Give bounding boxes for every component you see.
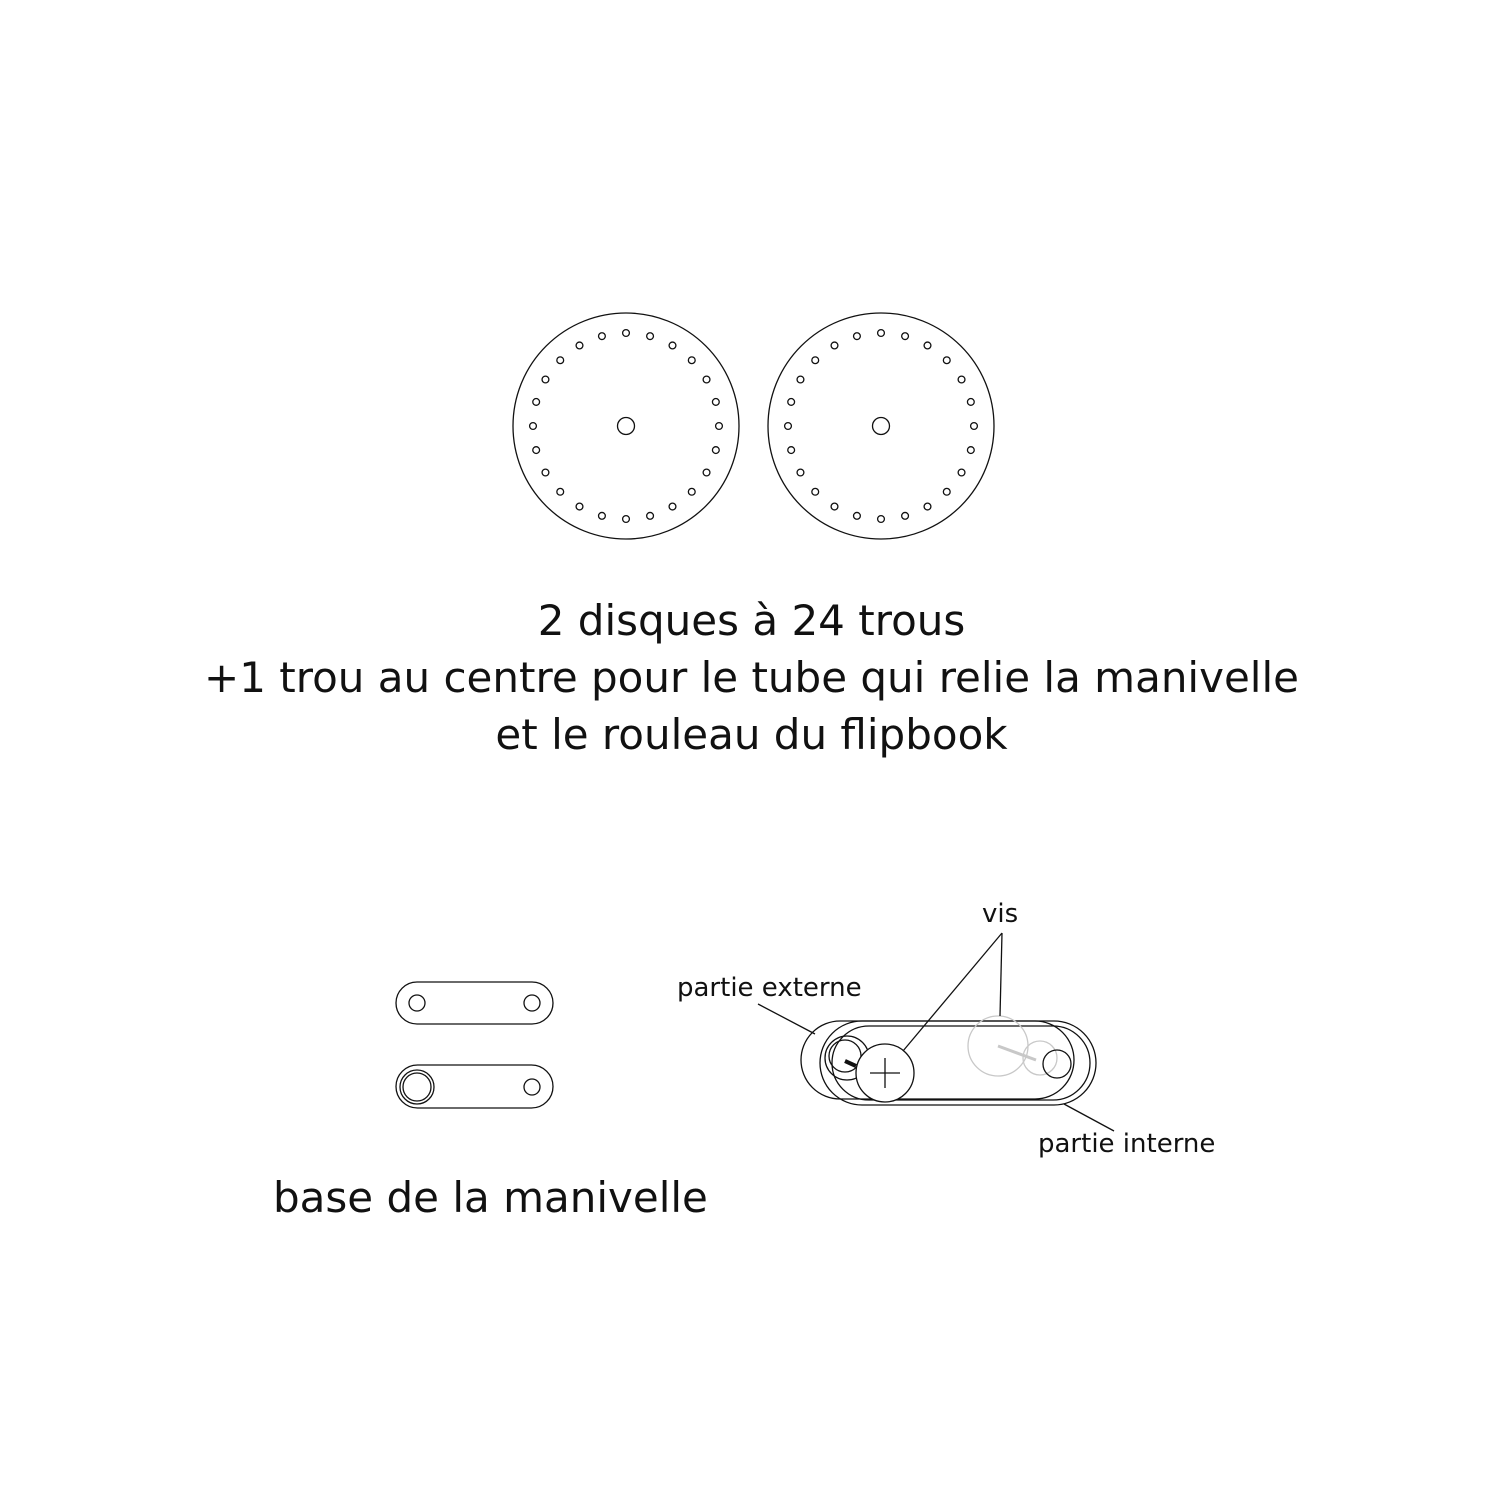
disk-hole bbox=[687, 487, 696, 496]
disk-right bbox=[767, 312, 995, 540]
label-screws: vis bbox=[982, 899, 1019, 929]
disk-hole bbox=[575, 502, 584, 511]
disk-hole bbox=[923, 341, 932, 350]
disk-hole bbox=[711, 397, 720, 406]
disk-hole bbox=[876, 328, 886, 338]
disk-hole bbox=[532, 397, 541, 406]
disk-hole bbox=[541, 375, 550, 384]
disk-left-holes bbox=[528, 328, 724, 524]
disk-hole bbox=[957, 375, 966, 384]
disk-hole bbox=[621, 328, 631, 338]
disk-hole bbox=[811, 356, 820, 365]
disk-hole bbox=[528, 421, 538, 431]
inner-part-outline bbox=[819, 1020, 1097, 1106]
label-outer-part: partie externe bbox=[677, 973, 862, 1003]
disk-hole bbox=[714, 421, 724, 431]
disk-left-outline bbox=[512, 312, 740, 540]
disk-hole bbox=[687, 356, 696, 365]
crank-assembly bbox=[757, 932, 1115, 1132]
disk-hole bbox=[796, 468, 805, 477]
disk-hole bbox=[541, 468, 550, 477]
disk-hole bbox=[796, 375, 805, 384]
disk-right-outline bbox=[767, 312, 995, 540]
disk-hole bbox=[966, 446, 975, 455]
disk-hole bbox=[646, 332, 655, 341]
disk-hole bbox=[852, 332, 861, 341]
disk-hole bbox=[556, 356, 565, 365]
disk-hole bbox=[876, 514, 886, 524]
disks-caption-line-3: et le rouleau du flipbook bbox=[495, 710, 1008, 759]
disk-hole bbox=[787, 446, 796, 455]
disks-caption-line-2: +1 trou au centre pour le tube qui relie… bbox=[204, 653, 1299, 702]
disk-hole bbox=[942, 487, 951, 496]
disk-hole bbox=[668, 502, 677, 511]
disk-hole bbox=[646, 511, 655, 520]
disk-hole bbox=[532, 446, 541, 455]
disk-hole bbox=[830, 502, 839, 511]
leader-vis-1 bbox=[902, 932, 1003, 1052]
label-inner-part: partie interne bbox=[1038, 1129, 1216, 1159]
disks-caption: 2 disques à 24 trous +1 trou au centre p… bbox=[0, 592, 1503, 763]
crank-base-piece-bottom bbox=[395, 1064, 554, 1109]
hidden-hole bbox=[1022, 1040, 1058, 1076]
disk-hole bbox=[702, 468, 711, 477]
disk-hole bbox=[575, 341, 584, 350]
disk-hole bbox=[621, 514, 631, 524]
leader-externe bbox=[757, 1003, 816, 1035]
disks-caption-line-1: 2 disques à 24 trous bbox=[537, 596, 966, 645]
disk-hole bbox=[901, 511, 910, 520]
disk-right-holes bbox=[783, 328, 979, 524]
disk-hole bbox=[787, 397, 796, 406]
disk-hole bbox=[957, 468, 966, 477]
crank-base-piece-top bbox=[395, 981, 554, 1025]
inner-part-hole bbox=[1042, 1049, 1072, 1079]
disk-hole bbox=[969, 421, 979, 431]
disk-hole bbox=[668, 341, 677, 350]
disk-hole bbox=[597, 332, 606, 341]
disk-hole bbox=[852, 511, 861, 520]
disk-hole bbox=[830, 341, 839, 350]
disk-hole bbox=[966, 397, 975, 406]
disk-hole bbox=[811, 487, 820, 496]
disk-hole bbox=[942, 356, 951, 365]
crank-base-caption: base de la manivelle bbox=[273, 1173, 708, 1222]
disk-hole bbox=[923, 502, 932, 511]
disk-hole bbox=[711, 446, 720, 455]
disk-hole bbox=[783, 421, 793, 431]
disk-left-center-hole bbox=[616, 416, 636, 436]
disk-left bbox=[512, 312, 740, 540]
disk-hole bbox=[556, 487, 565, 496]
inner-part-inner-edge bbox=[831, 1025, 1091, 1101]
disk-hole bbox=[702, 375, 711, 384]
leader-vis-2 bbox=[999, 932, 1003, 1017]
disk-right-center-hole bbox=[871, 416, 891, 436]
disk-hole bbox=[901, 332, 910, 341]
disk-hole bbox=[597, 511, 606, 520]
leader-interne bbox=[1063, 1103, 1115, 1132]
